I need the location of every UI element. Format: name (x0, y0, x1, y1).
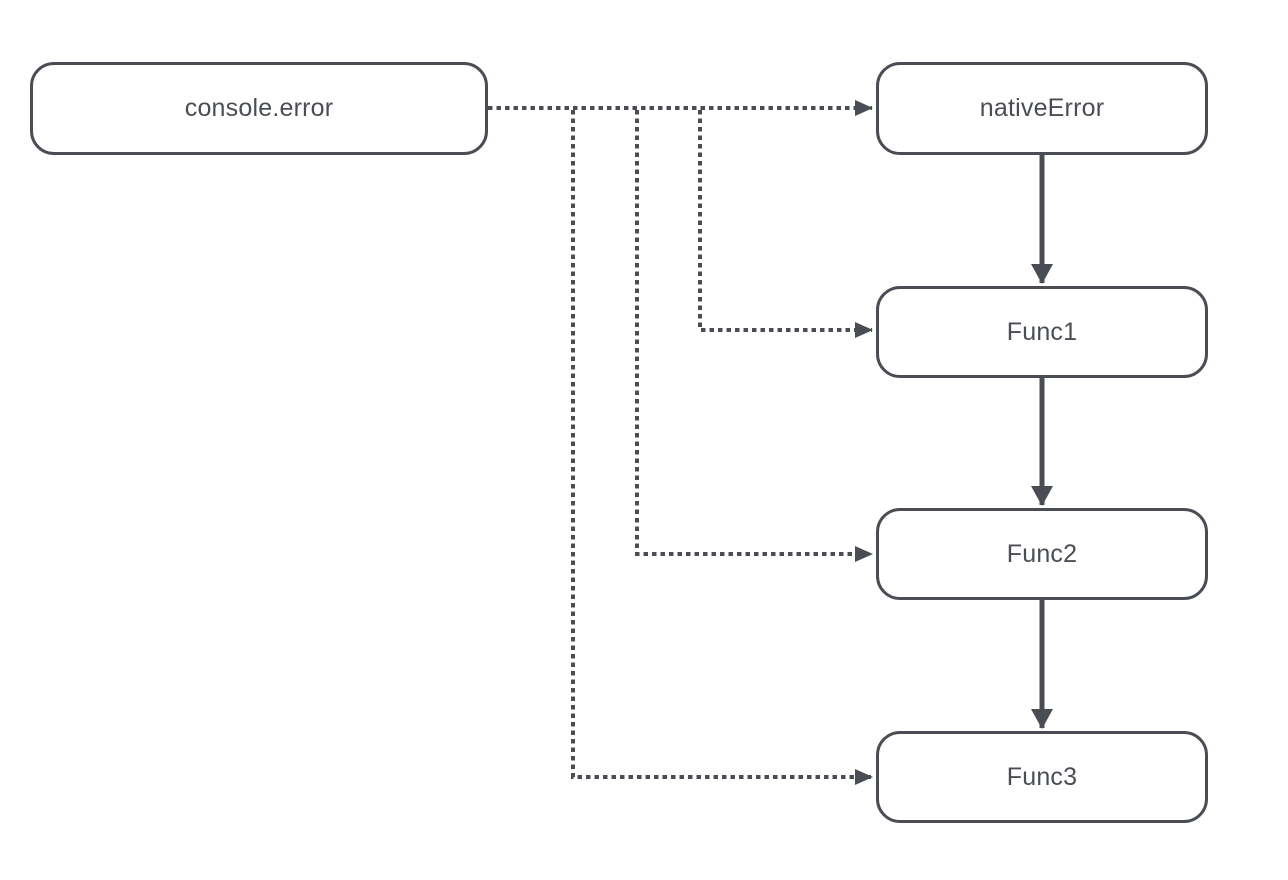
node-console-error: console.error (30, 62, 488, 155)
edge-console-error-to-func2 (635, 110, 873, 562)
edge-console-error-to-func1 (698, 110, 873, 338)
edge-console-error-to-func3 (571, 110, 873, 785)
node-func3: Func3 (876, 731, 1208, 823)
node-native-error-label: nativeError (979, 94, 1105, 122)
node-func2: Func2 (876, 508, 1208, 600)
node-native-error: nativeError (876, 62, 1208, 155)
node-func2-label: Func2 (1006, 539, 1078, 568)
node-console-error-label: console.error (184, 94, 334, 122)
node-func1: Func1 (876, 286, 1208, 378)
node-func3-label: Func3 (1006, 762, 1078, 791)
node-func1-label: Func1 (1006, 317, 1078, 346)
